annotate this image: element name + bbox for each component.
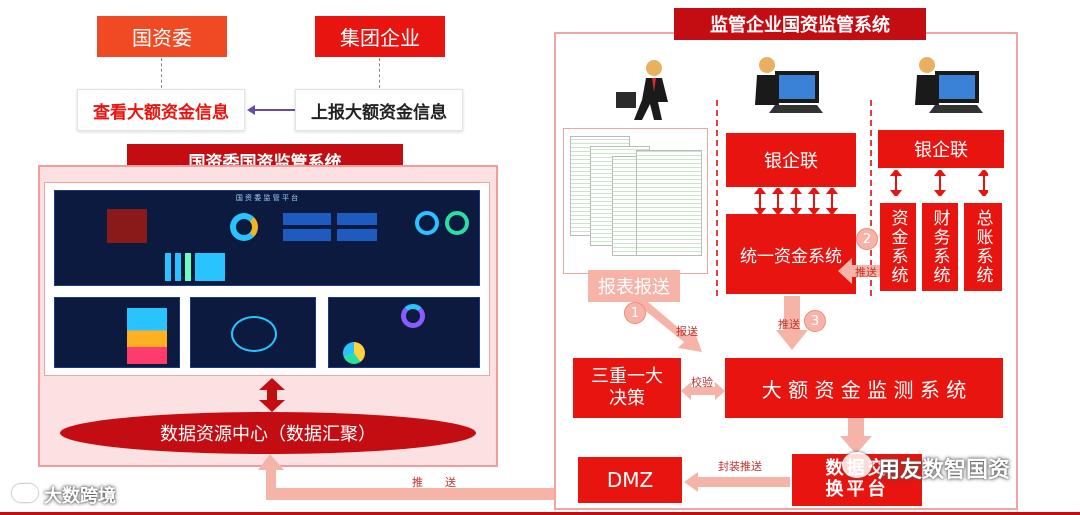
bank-enterprise-label-1: 银企联: [764, 151, 818, 172]
systems-to-fund-arrow: [838, 258, 880, 284]
report-submit-box: 报表报送: [588, 270, 680, 302]
dashboard-photo: [107, 209, 147, 243]
divider-1: [716, 100, 718, 296]
bottom-rule: [0, 512, 1080, 515]
businessman-laptop-icon-2: [915, 57, 983, 113]
dashboard-bars: [165, 253, 225, 281]
watermark-logo-icon-left: [12, 484, 38, 502]
bank-enterprise-box-2: 银企联: [878, 130, 1004, 168]
dashboard-3-map: [231, 316, 277, 352]
dmz-to-datacenter-arrow: [258, 454, 576, 500]
fund-to-monitor-arrow: [776, 296, 808, 350]
divider-2: [870, 100, 872, 296]
dashboard-ring-2: [445, 211, 469, 235]
businessman-walking-icon: [616, 60, 668, 120]
monitor-to-exchange-arrow: [840, 418, 872, 454]
group-enterprise-label: 集团企业: [340, 26, 420, 50]
monitor-system-box: 大 额 资 金 监 测 系 统: [725, 358, 1003, 418]
report-to-monitor-arrow: [636, 302, 702, 352]
dashboard-main-screen: 国 资 委 监 管 平 台: [54, 190, 480, 286]
businessman-laptop-icon-1: [755, 57, 823, 113]
push-label-2: 推送: [855, 266, 877, 279]
step-2-badge: 2: [856, 228, 878, 250]
dashboard-ring-1: [415, 211, 439, 235]
bank2-to-systems-arrows: [889, 170, 988, 196]
sasac-box: 国资委: [97, 16, 227, 57]
unified-fund-label: 统一资金系统: [740, 246, 842, 267]
three-one-box: 三重一大决策: [573, 358, 681, 418]
dmz-box: DMZ: [578, 457, 682, 503]
dashboard-screen-4: [328, 297, 480, 368]
ledger-system-label: 总账系统: [972, 209, 993, 285]
verify-label: 校验: [691, 376, 713, 389]
finance-system-box: 财务系统: [922, 203, 958, 291]
dashboard-2-bars: [127, 308, 167, 364]
view-info-label: 查看大额资金信息: [93, 102, 229, 123]
finance-system-label: 财务系统: [929, 209, 950, 285]
report-submit-label: 报表报送: [598, 277, 670, 298]
step-1-badge: 1: [624, 302, 646, 324]
bank-enterprise-label-2: 银企联: [914, 140, 968, 161]
dmz-label: DMZ: [606, 468, 654, 492]
bank-enterprise-box-1: 银企联: [726, 133, 856, 187]
dashboard-screen-3: [190, 297, 316, 368]
fund-system-label: 资金系统: [887, 209, 908, 285]
enterprise-system-title-text: 监管企业国资监管系统: [710, 15, 890, 36]
ledger-system-box: 总账系统: [964, 203, 1002, 291]
view-info-box: 查看大额资金信息: [77, 89, 245, 131]
connector-group: [379, 58, 380, 88]
verify-arrow: [681, 382, 725, 400]
push-long-label: 推 送: [412, 476, 456, 489]
dashboard-counter-4: [337, 229, 377, 241]
report-doc-4: [636, 150, 702, 256]
submit-label: 报送: [676, 325, 698, 338]
dashboard-title: 国 资 委 监 管 平 台: [235, 194, 299, 202]
exchange-to-dmz-arrow: [684, 472, 790, 492]
report-info-label: 上报大额资金信息: [311, 102, 447, 123]
dashboard-screen-2: [54, 297, 180, 368]
dashboard-counter-2: [337, 213, 377, 225]
dashboard-counter-1: [283, 213, 331, 225]
package-push-label: 封装推送: [718, 460, 762, 473]
dashboard-counter-3: [283, 229, 331, 241]
dashboard-4-donut: [401, 304, 425, 328]
three-one-label: 三重一大决策: [591, 366, 663, 409]
push-label-3: 推送: [778, 318, 800, 331]
fund-system-box: 资金系统: [880, 203, 916, 291]
bidirectional-arrow: [259, 378, 285, 412]
data-center-label: 数据资源中心（数据汇聚）: [160, 424, 376, 445]
unified-fund-box: 统一资金系统: [726, 214, 856, 294]
enterprise-system-title: 监管企业国资监管系统: [674, 8, 926, 40]
data-center-ellipse: 数据资源中心（数据汇聚）: [60, 412, 476, 454]
watermark-wechat-icon: [842, 452, 872, 478]
report-info-box: 上报大额资金信息: [295, 89, 463, 131]
group-enterprise-box: 集团企业: [315, 16, 445, 57]
report-to-view-arrow: [247, 105, 295, 115]
dashboard-4-pie: [343, 342, 365, 364]
bank-to-fund-arrows: [753, 188, 839, 214]
monitor-system-label: 大 额 资 金 监 测 系 统: [761, 377, 967, 402]
step-3-badge: 3: [804, 310, 826, 332]
dashboard-donut: [230, 213, 258, 241]
watermark-left: 大数跨境: [44, 486, 116, 507]
watermark-right: 用友数智国资: [878, 458, 1011, 483]
connector-sasac: [161, 58, 162, 88]
sasac-label: 国资委: [132, 26, 192, 50]
